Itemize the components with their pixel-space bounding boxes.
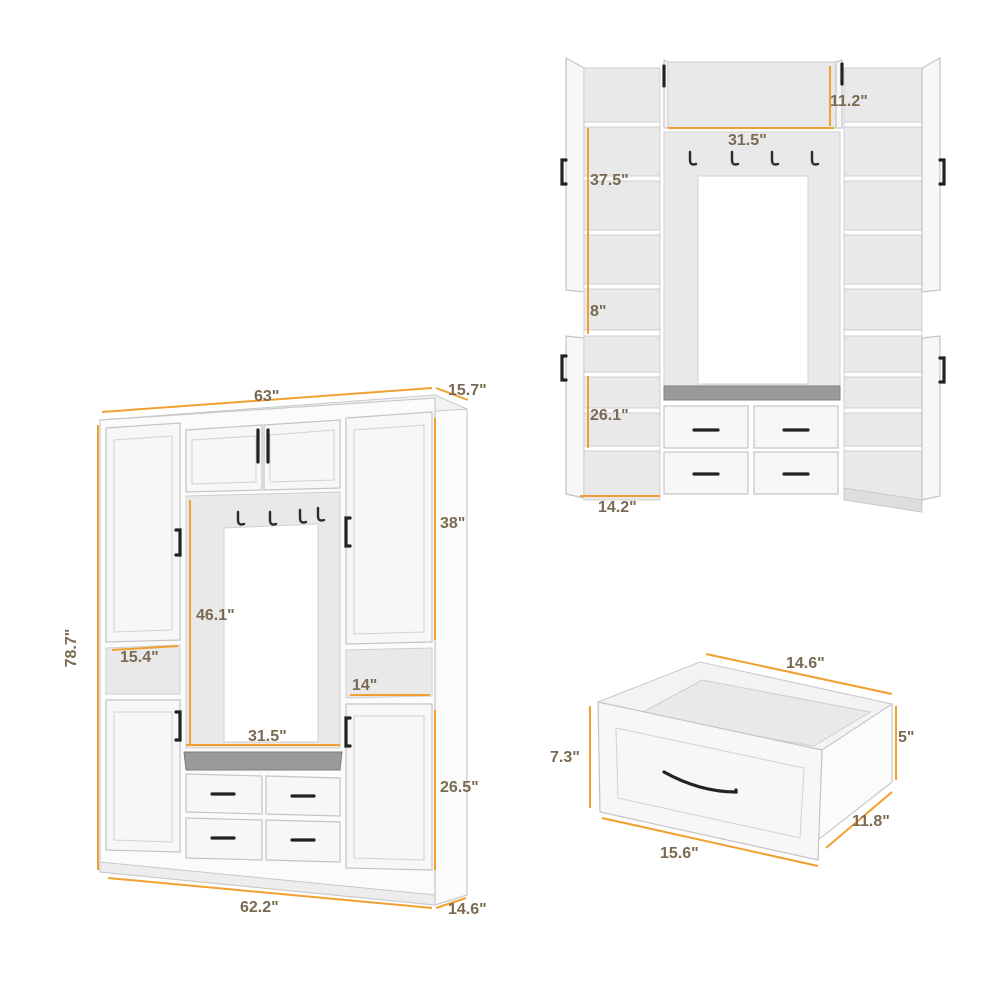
shelf xyxy=(843,371,923,378)
shelf xyxy=(583,283,661,290)
open-right-lower-door xyxy=(921,335,941,501)
open-view-cabinet xyxy=(560,56,946,513)
shelf xyxy=(583,121,661,128)
label-top-compartment-height: 11.2" xyxy=(830,93,868,110)
drawer-dimensions xyxy=(589,653,897,867)
shelf xyxy=(843,229,923,236)
left-lower-door xyxy=(105,699,181,853)
open-left-lower-handle-icon xyxy=(560,354,568,382)
shelf xyxy=(583,445,661,452)
label-shelf-spacing-mid: 8" xyxy=(590,303,606,320)
label-interior-depth: 14.2" xyxy=(598,499,637,516)
shelf xyxy=(583,229,661,236)
left-upper-door xyxy=(105,422,181,643)
shelf xyxy=(843,407,923,414)
right-lower-door xyxy=(345,703,433,871)
label-drawer-front-width: 15.6" xyxy=(660,845,699,862)
hook-icon xyxy=(236,510,246,526)
left-upper-handle-icon xyxy=(174,528,182,557)
label-drawer-inner-width: 11.8" xyxy=(852,813,890,830)
open-left-upper-door xyxy=(565,56,585,293)
label-width-bottom: 62.2" xyxy=(240,899,279,916)
right-upper-door xyxy=(345,411,433,645)
open-drawer-2 xyxy=(753,405,839,449)
open-middle-top-compartment xyxy=(667,61,837,129)
open-hanging-back-opening xyxy=(697,175,809,385)
hook-icon xyxy=(770,150,780,166)
label-opening-height: 46.1" xyxy=(196,607,235,624)
drawer-front xyxy=(597,701,823,861)
left-lower-handle-icon xyxy=(174,710,182,742)
open-left-upper-handle-icon xyxy=(560,158,568,186)
label-height-total: 78.7" xyxy=(63,629,80,668)
front-view-cabinet xyxy=(99,394,468,906)
right-lower-handle-icon xyxy=(344,716,352,748)
open-left-lower-door xyxy=(565,335,585,499)
front-view-labels: 63" 15.7" 78.7" 38" 46.1" 15.4" 14" 31.5… xyxy=(63,382,487,918)
open-view-labels: 11.2" 31.5" 37.5" 8" 26.1" 14.2" xyxy=(590,93,868,516)
right-cubby xyxy=(345,647,433,699)
middle-top-left-door xyxy=(185,424,263,493)
shelf xyxy=(583,407,661,414)
right-upper-handle-icon xyxy=(344,516,352,548)
hanging-back-opening xyxy=(223,523,319,743)
label-depth-top: 15.7" xyxy=(448,382,487,399)
shelf xyxy=(583,175,661,182)
label-shelf-spacing-upper: 37.5" xyxy=(590,172,629,189)
label-hanging-width: 31.5" xyxy=(728,132,767,149)
label-upper-cabinet-height: 38" xyxy=(440,515,465,532)
open-right-depth-panel xyxy=(843,487,923,513)
label-drawer-front-height: 7.3" xyxy=(550,749,580,766)
bench-cushion xyxy=(183,751,343,771)
open-right-upper-handle-icon xyxy=(938,158,946,186)
label-cubby-width: 15.4" xyxy=(120,649,159,666)
label-bench-width: 31.5" xyxy=(248,728,287,745)
drawer-handle-icon xyxy=(662,770,738,794)
label-drawer-depth: 14.6" xyxy=(786,655,825,672)
label-depth-bottom: 14.6" xyxy=(448,901,487,918)
hook-icon xyxy=(316,506,326,522)
shelf xyxy=(843,445,923,452)
drawer-labels: 14.6" 5" 7.3" 15.6" 11.8" xyxy=(550,655,914,862)
open-right-upper-door xyxy=(921,56,941,293)
shelf xyxy=(583,329,661,337)
hook-icon xyxy=(810,150,820,166)
middle-top-right-door xyxy=(263,419,341,491)
shelf xyxy=(583,371,661,378)
plinth xyxy=(99,861,436,906)
hook-icon xyxy=(268,510,278,526)
open-bench-cushion xyxy=(663,385,841,401)
label-shelf-spacing-lower: 26.1" xyxy=(590,407,629,424)
hook-icon xyxy=(730,150,740,166)
drawer-view xyxy=(596,661,894,861)
shelf xyxy=(843,121,923,128)
shelf xyxy=(843,329,923,337)
left-cubby xyxy=(105,644,181,695)
open-view-dimensions xyxy=(580,66,834,497)
right-side-panel xyxy=(434,397,468,906)
label-lower-cabinet-height: 26.5" xyxy=(440,779,479,796)
label-width-top: 63" xyxy=(254,388,279,405)
hook-icon xyxy=(688,150,698,166)
front-view-dimensions xyxy=(97,387,469,909)
hook-icon xyxy=(298,508,308,524)
open-right-lower-handle-icon xyxy=(938,356,946,384)
label-cubby-height: 14" xyxy=(352,677,377,694)
shelf xyxy=(843,175,923,182)
label-drawer-side-height: 5" xyxy=(898,729,914,746)
open-drawer-1 xyxy=(663,405,749,449)
shelf xyxy=(843,283,923,290)
